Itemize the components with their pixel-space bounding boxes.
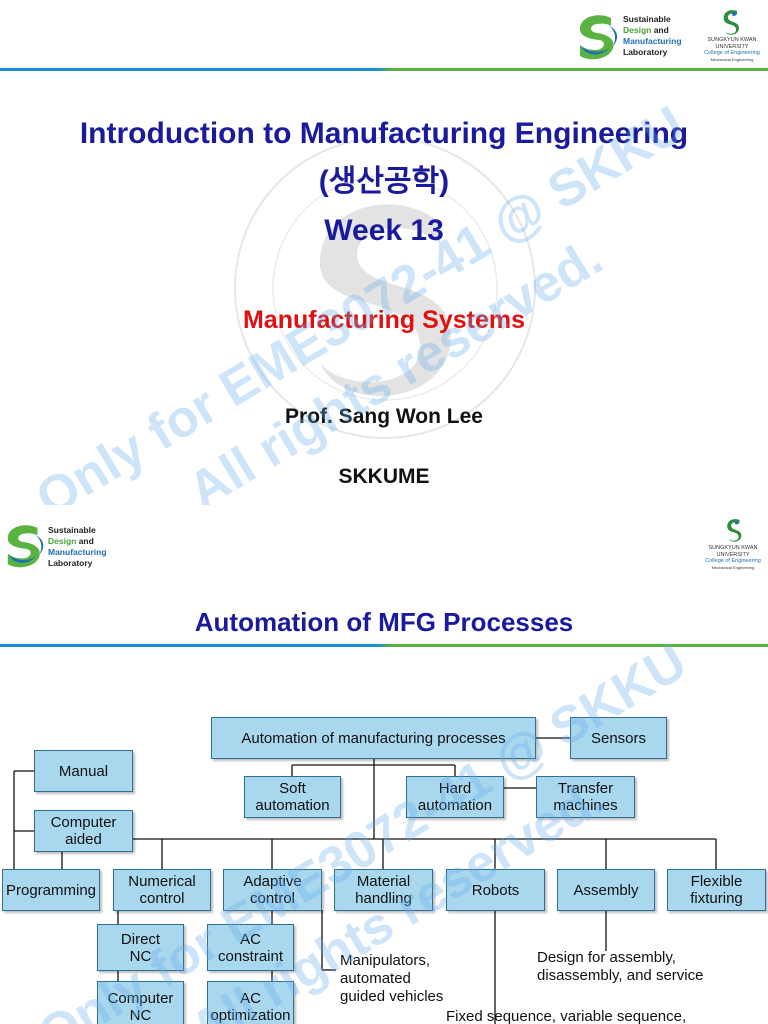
node-automation-root: Automation of manufacturing processes: [211, 717, 536, 759]
node-ac-optimization: AC optimization: [207, 981, 294, 1024]
topic-title: Manufacturing Systems: [242, 306, 525, 334]
lab-logo-text: Sustainable Design and Manufacturing Lab…: [48, 525, 107, 568]
title-slide: Sustainable Design and Manufacturing Lab…: [0, 0, 768, 505]
node-soft-automation: Soft automation: [244, 776, 341, 818]
label-manipulators: Manipulators, automated guided vehicles: [340, 952, 444, 1005]
department-name: SKKUME: [338, 465, 430, 488]
lab-logo-icon: [579, 15, 618, 60]
node-flexible-fixturing: Flexible fixturing: [667, 869, 766, 911]
university-logo-text: SUNGKYUN KWAN UNIVERSITY College of Engi…: [704, 37, 760, 62]
diagram-connectors: [13, 737, 717, 1024]
label-design-for-assembly: Design for assembly, disassembly, and se…: [537, 949, 704, 984]
university-emblem-icon: [727, 519, 742, 542]
slide-title: Introduction to Manufacturing Engineerin…: [79, 117, 689, 150]
node-assembly: Assembly: [557, 869, 655, 911]
node-computer-nc: Computer NC: [97, 981, 184, 1024]
header-rule: [0, 644, 768, 647]
lab-logo-icon: [7, 525, 44, 568]
node-hard-automation: Hard automation: [406, 776, 504, 818]
lab-logo-text: Sustainable Design and Manufacturing Lab…: [623, 14, 682, 57]
label-fixed-sequence: Fixed sequence, variable sequence,: [446, 1008, 687, 1024]
university-seal-watermark: [234, 137, 536, 439]
header-rule: [0, 68, 768, 71]
node-sensors: Sensors: [570, 717, 667, 759]
node-transfer-machines: Transfer machines: [536, 776, 635, 818]
slide-title: Automation of MFG Processes: [194, 607, 574, 637]
node-numerical-control: Numerical control: [113, 869, 211, 911]
node-computer-aided: Computer aided: [34, 810, 133, 852]
week-label: Week 13: [324, 214, 444, 247]
node-programming: Programming: [2, 869, 100, 911]
slide-subtitle-korean: (생산공학): [318, 165, 450, 198]
node-manual: Manual: [34, 750, 133, 792]
node-material-handling: Material handling: [334, 869, 433, 911]
node-robots: Robots: [446, 869, 545, 911]
node-ac-constraint: AC constraint: [207, 924, 294, 971]
university-logo-text: SUNGKYUN KWAN UNIVERSITY College of Engi…: [705, 545, 761, 570]
node-direct-nc: Direct NC: [97, 924, 184, 971]
automation-slide: Sustainable Design and Manufacturing Lab…: [0, 505, 768, 1024]
university-emblem-icon: [723, 10, 739, 35]
node-adaptive-control: Adaptive control: [223, 869, 322, 911]
professor-name: Prof. Sang Won Lee: [285, 405, 483, 428]
